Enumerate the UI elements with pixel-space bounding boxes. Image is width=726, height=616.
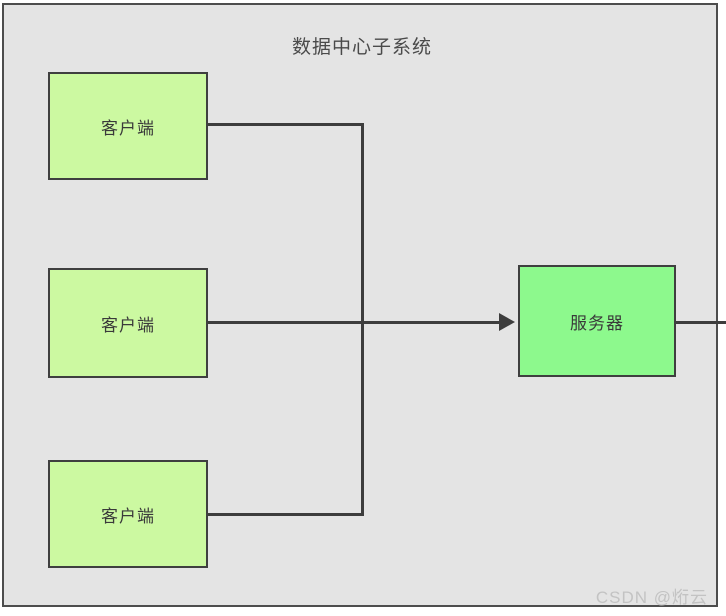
csdn-watermark: CSDN @烆云 xyxy=(595,588,708,607)
node-client-1[interactable]: 客户端 xyxy=(48,72,208,180)
node-client-3[interactable]: 客户端 xyxy=(48,460,208,568)
edge-client3-vertical xyxy=(361,321,364,516)
node-server[interactable]: 服务器 xyxy=(518,265,676,377)
node-client-3-label: 客户端 xyxy=(101,506,155,526)
subsystem-title: 数据中心子系统 xyxy=(291,37,432,58)
arrow-head-icon xyxy=(499,313,515,331)
node-client-1-label: 客户端 xyxy=(101,118,155,138)
edge-client3-horizontal xyxy=(207,513,364,516)
edge-client2-to-server xyxy=(207,321,499,324)
edge-client1-horizontal xyxy=(207,123,364,126)
node-client-2[interactable]: 客户端 xyxy=(48,268,208,378)
node-client-2-label: 客户端 xyxy=(101,315,155,335)
edge-client1-vertical xyxy=(361,123,364,324)
edge-server-output xyxy=(675,321,726,324)
node-server-label: 服务器 xyxy=(570,313,624,333)
